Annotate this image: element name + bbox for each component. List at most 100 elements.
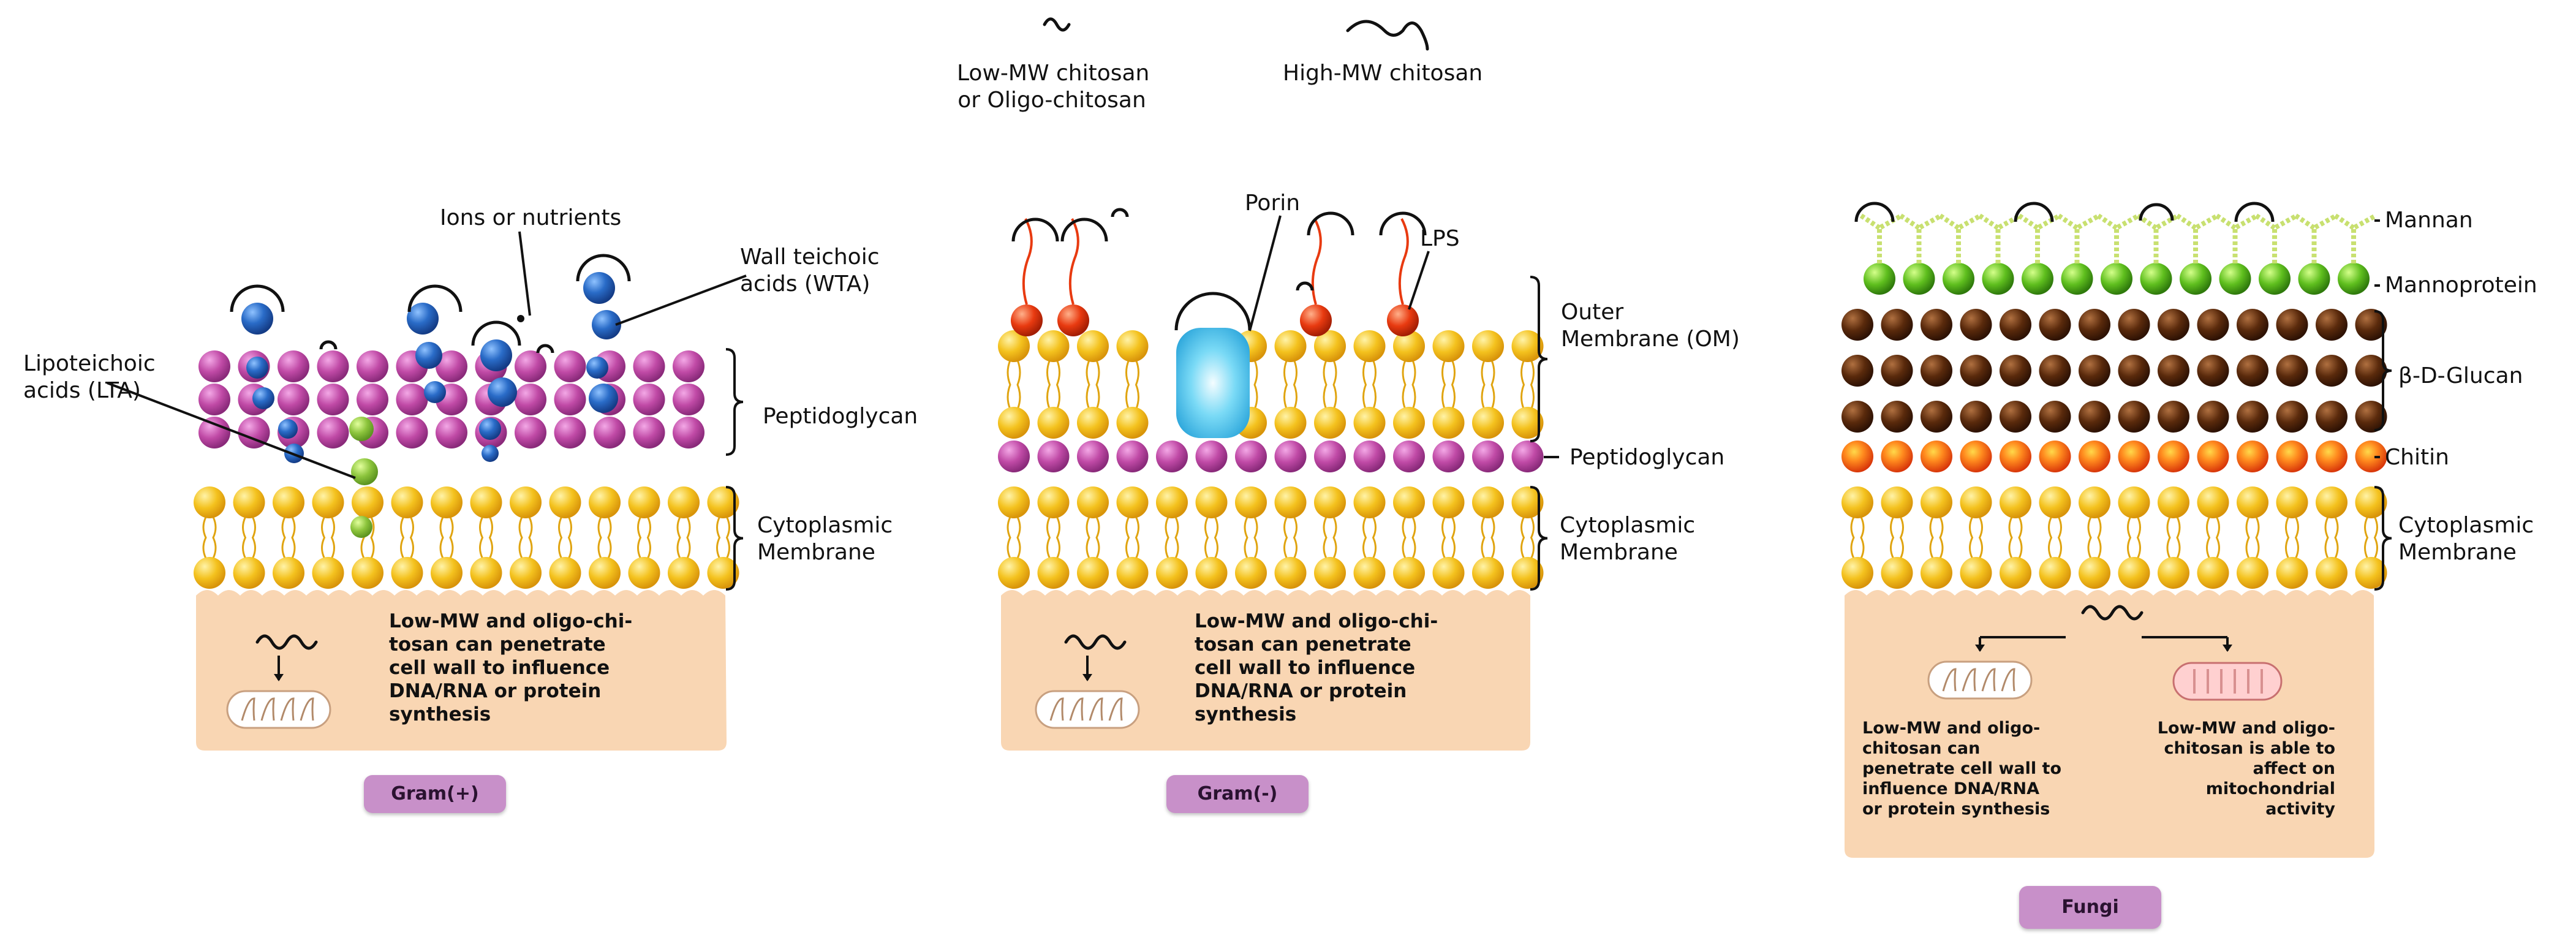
mannoprotein-label: Mannoprotein	[2385, 273, 2537, 298]
peptidoglycan-ball	[554, 384, 586, 415]
lipid-head	[1314, 486, 1346, 518]
lipid-head	[2276, 557, 2308, 589]
mannan-chain	[2114, 213, 2140, 263]
mannan-chain	[1938, 213, 1960, 230]
lipid-head	[1511, 407, 1544, 439]
lipid-head	[352, 557, 383, 589]
dna-strand	[1069, 697, 1084, 721]
teichoic-ball	[583, 272, 615, 304]
lipid-tail	[2136, 517, 2141, 559]
gp-peptidoglycan-label: Peptidoglycan	[763, 404, 918, 429]
chitin-ball	[2158, 441, 2189, 472]
lipid-head	[1116, 486, 1149, 518]
glucan-ball	[2197, 401, 2229, 433]
dna-strand	[1108, 697, 1123, 721]
mannoprotein-ball	[2338, 263, 2370, 295]
lipid-tail	[1323, 360, 1328, 410]
chitin-ball	[2237, 441, 2268, 472]
lipid-tail	[1969, 517, 1974, 559]
glucan-ball	[2118, 401, 2150, 433]
peptidoglycan-ball	[1077, 441, 1109, 472]
lipid-head	[2355, 557, 2387, 589]
lipid-head	[1921, 557, 1952, 589]
glucan-ball	[1960, 309, 1992, 341]
chitosan-squiggle	[1064, 634, 1127, 650]
lipid-head	[1393, 330, 1425, 362]
lipid-tail	[2324, 517, 2329, 559]
lipid-head	[1353, 330, 1386, 362]
lipid-tail	[2215, 517, 2220, 559]
gram-negative-panel	[998, 208, 1544, 751]
lipid-head	[2237, 486, 2268, 518]
lipid-head	[1841, 557, 1873, 589]
lipid-tail	[2176, 517, 2181, 559]
lipid-head	[1195, 557, 1228, 589]
chitin-ball	[1921, 441, 1952, 472]
lipid-head	[707, 486, 739, 518]
lipid-head	[273, 486, 304, 518]
teichoic-ball	[480, 339, 512, 371]
teichoic-ball	[241, 303, 273, 335]
lipid-tail	[291, 517, 296, 559]
chitosan-arc	[2234, 202, 2275, 222]
lipid-tail	[2334, 517, 2339, 559]
lipid-head	[1881, 486, 1913, 518]
lipid-tail	[1481, 517, 1486, 559]
wta-label-line2: acids (WTA)	[740, 271, 871, 297]
dna-strand	[2001, 668, 2015, 692]
lipid-head	[1077, 330, 1109, 362]
lipid-head	[1472, 557, 1504, 589]
lipid-head	[2276, 486, 2308, 518]
lipid-head	[1472, 330, 1504, 362]
chitin-ball	[2316, 441, 2347, 472]
lipid-tail	[1441, 360, 1446, 410]
mannan-chain	[1956, 213, 1982, 263]
glucan-ball	[2197, 309, 2229, 341]
chitosan-arc	[1011, 218, 1059, 242]
mannan-chain	[2333, 213, 2355, 230]
lipid-tail	[1165, 517, 1169, 559]
lipid-head	[273, 557, 304, 589]
lipid-head	[2079, 486, 2110, 518]
peptidoglycan-ball	[198, 417, 230, 448]
leader-line	[1248, 215, 1282, 331]
lipid-head	[1393, 557, 1425, 589]
lipid-head	[1960, 486, 1992, 518]
chitin-ball	[2276, 441, 2308, 472]
lipid-head	[1511, 557, 1544, 589]
lipid-tail	[1095, 517, 1100, 559]
outer-membrane-label: Outer Membrane (OM)	[1561, 299, 1740, 353]
porin-channel	[1176, 328, 1250, 438]
glucan-ball	[1841, 355, 1873, 387]
gn-note: Low-MW and oligo-chi- tosan can penetrat…	[1195, 610, 1438, 725]
fungi-note-left: Low-MW and oligo-chitosan can penetrate …	[1862, 719, 2061, 819]
lps-chain	[1068, 218, 1079, 305]
lipid-head	[1235, 486, 1267, 518]
dna-strand	[1942, 668, 1957, 692]
lipid-tail	[1850, 517, 1855, 559]
leader-lines	[107, 215, 2392, 591]
mannan-chain	[2035, 213, 2061, 263]
peptidoglycan-ball	[633, 350, 665, 382]
lipid-tail	[2097, 517, 2102, 559]
peptidoglycan-ball	[278, 384, 309, 415]
glucan-ball	[1921, 309, 1952, 341]
lipid-head	[194, 486, 225, 518]
lipid-head	[1235, 557, 1267, 589]
lipid-head	[1037, 486, 1070, 518]
glucan-ball	[2355, 355, 2387, 387]
leader-line	[518, 231, 531, 316]
peptidoglycan-ball	[515, 417, 546, 448]
peptidoglycan-ball	[436, 350, 467, 382]
dna-strand	[280, 697, 295, 721]
lta-ball	[350, 516, 372, 538]
teichoic-ball	[246, 357, 268, 379]
lipid-tail	[2048, 517, 2053, 559]
lipid-head	[1274, 330, 1307, 362]
lipid-tail	[2364, 517, 2369, 559]
chitosan-squiggle	[255, 634, 318, 650]
lipid-head	[233, 486, 265, 518]
mannoprotein-ball	[1903, 263, 1935, 295]
chitosan-legend	[1043, 17, 1429, 51]
